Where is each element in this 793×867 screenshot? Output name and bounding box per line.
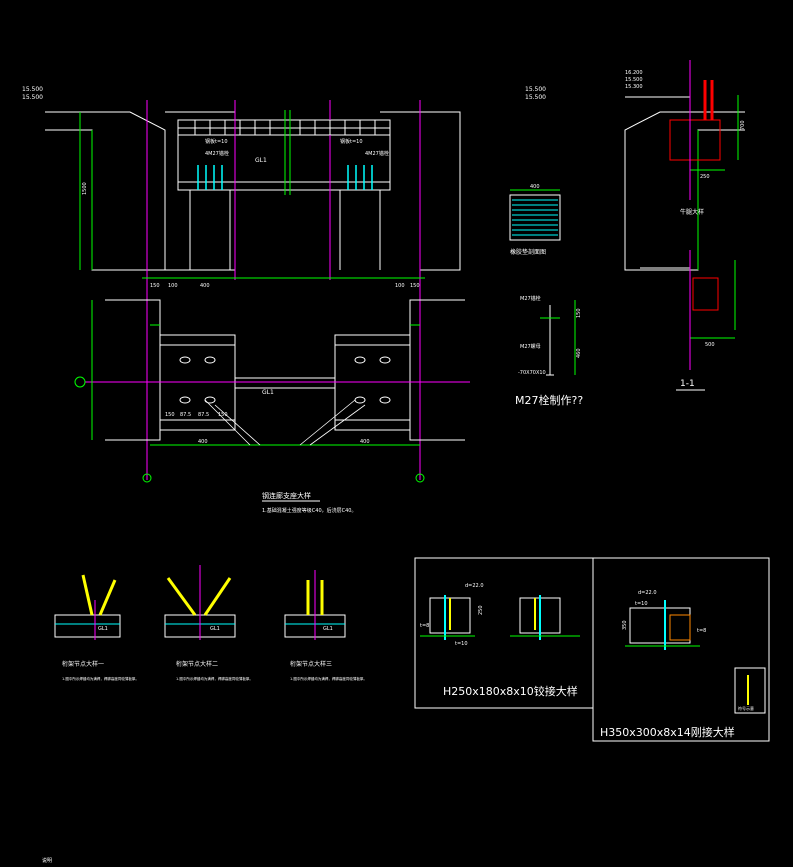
section-gl1-label: GL1 xyxy=(255,157,267,164)
section-vert-dim: 1500 xyxy=(82,182,88,195)
bolt-label-3: -70X70X10 xyxy=(518,370,546,376)
plan-dim-4: 150 xyxy=(218,412,228,418)
bolt-dim-2: 460 xyxy=(576,348,582,358)
anchor-bolts-section xyxy=(197,165,373,190)
bolt-detail xyxy=(540,300,576,376)
hinge-d-label: d=22.0 xyxy=(465,583,484,589)
rigid-detail-drawing xyxy=(625,600,766,714)
corner-mark: 说明 xyxy=(42,857,52,864)
plan-dim-6: 400 xyxy=(360,439,370,445)
axis-bubble-left xyxy=(74,376,86,388)
truss1-title: 桁架节点大样一 xyxy=(62,660,104,668)
corbel-elev-1: 16.200 xyxy=(625,70,643,76)
corbel-detail xyxy=(625,60,739,200)
truss2-note: 1.图中所示焊缝均为满焊，焊脚高度同较薄板厚。 xyxy=(176,676,253,681)
plan-dim-2: 87.5 xyxy=(180,412,191,418)
section-bolt-note-left: 4M27锚栓 xyxy=(205,150,229,157)
plan-dim-3: 87.5 xyxy=(198,412,209,418)
rigid-title: H350x300x8x14刚接大样 xyxy=(600,725,735,739)
section-dim-4: 100 xyxy=(395,283,405,289)
plan-note: 1.基础混凝土强度等级C40，后浇层C40。 xyxy=(262,507,356,514)
axis-bubble-b xyxy=(415,473,425,483)
truss3-title: 桁架节点大样三 xyxy=(290,660,332,668)
plan-gl1-label: GL1 xyxy=(262,389,274,396)
plan-leader-lines xyxy=(204,399,366,446)
sec11-dim: 500 xyxy=(705,342,715,348)
section-elevation xyxy=(45,100,745,480)
truss1-note: 1.图中所示焊缝均为满焊，焊脚高度同较薄板厚。 xyxy=(62,676,139,681)
section-bolt-note-right: 4M27锚栓 xyxy=(365,150,389,157)
truss-node-1 xyxy=(54,574,121,640)
elev-left-1: 15.500 xyxy=(22,86,43,93)
pad-title: 橡胶垫剖面图 xyxy=(510,248,546,256)
rigid-legend: 符号示意 xyxy=(738,705,754,711)
truss3-gl1: GL1 xyxy=(323,626,333,632)
section-plate-note-left: 钢板t=10 xyxy=(205,138,228,145)
rigid-detail-frame xyxy=(592,557,770,742)
section-dim-1: 150 xyxy=(150,283,160,289)
bolt-title: M27栓制作?? xyxy=(515,393,583,407)
sec11-title: 1-1 xyxy=(680,379,695,389)
pad-dim-top: 400 xyxy=(530,184,540,190)
truss2-gl1: GL1 xyxy=(210,626,220,632)
corbel-dim-2: 250 xyxy=(700,174,710,180)
corbel-dim-1: 700 xyxy=(740,120,746,130)
hinge-t8: t=8 xyxy=(420,623,429,629)
section-dim-3: 400 xyxy=(200,283,210,289)
plan-dim-1: 150 xyxy=(165,412,175,418)
rubber-pad-detail xyxy=(509,189,561,241)
bolt-label-2: M27螺母 xyxy=(520,343,541,350)
truss3-note: 1.图中所示焊缝均为满焊，焊脚高度同较薄板厚。 xyxy=(290,676,367,681)
truss1-gl1: GL1 xyxy=(98,626,108,632)
section-dim-5: 150 xyxy=(410,283,420,289)
truss-ticks xyxy=(194,120,376,135)
truss-node-2 xyxy=(164,565,236,640)
section-1-1 xyxy=(640,250,736,370)
rigid-t10: t=10 xyxy=(635,601,648,607)
truss-node-3 xyxy=(284,570,346,640)
elev-right-2: 15.500 xyxy=(525,94,546,101)
plan-view xyxy=(85,299,470,446)
rigid-d-label: d=22.0 xyxy=(638,590,657,596)
section-plate-note-right: 钢板t=10 xyxy=(340,138,363,145)
hinge-detail-drawing xyxy=(420,595,580,640)
hinge-t10: t=10 xyxy=(455,641,468,647)
rigid-t8: t=8 xyxy=(697,628,706,634)
hinge-dim: 250 xyxy=(478,605,484,615)
corbel-title: 牛腿大样 xyxy=(680,208,704,216)
corbel-elev-2: 15.500 xyxy=(625,77,643,83)
hinge-title: H250x180x8x10铰接大样 xyxy=(443,684,578,698)
plan-title: 钢连廊支座大样 xyxy=(262,491,311,500)
bolt-label-1: M27锚栓 xyxy=(520,295,541,302)
rigid-dim: 350 xyxy=(622,620,628,630)
axis-bubble-a xyxy=(142,473,152,483)
section-dim-2: 100 xyxy=(168,283,178,289)
bolt-dim-1: 150 xyxy=(576,308,582,318)
truss2-title: 桁架节点大样二 xyxy=(176,660,218,668)
elev-left-2: 15.500 xyxy=(22,94,43,101)
plan-dim-5: 400 xyxy=(198,439,208,445)
elev-right-1: 15.500 xyxy=(525,86,546,93)
corbel-elev-3: 15.300 xyxy=(625,84,643,90)
